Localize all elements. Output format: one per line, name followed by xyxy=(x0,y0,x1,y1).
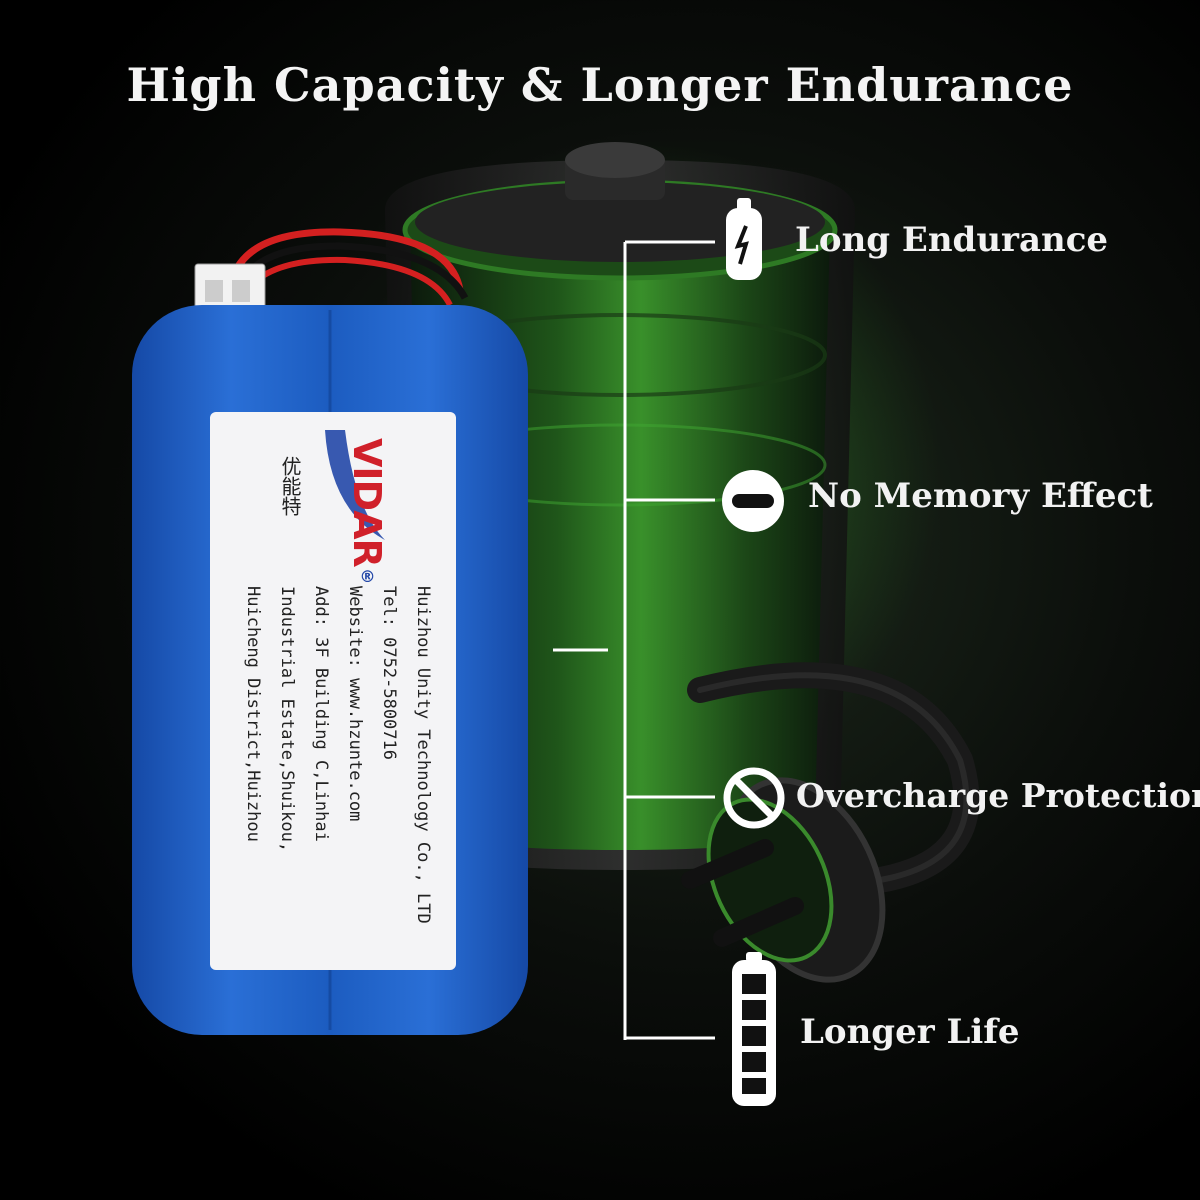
address-line-3: Huicheng District,Huizhou xyxy=(243,586,263,842)
phone-number: Tel: 0752-5800716 xyxy=(379,586,399,760)
plug-illustration xyxy=(681,662,980,983)
minus-circle-icon xyxy=(722,470,784,532)
address-line-1: Add: 3F Building C,Linhai xyxy=(311,586,331,842)
lightning-battery-icon xyxy=(726,198,762,280)
brand-logo-text: VIDAR® xyxy=(345,438,389,585)
feature-bracket-lines xyxy=(553,240,715,1040)
website: Website: www.hzunte.com xyxy=(345,586,365,822)
prohibited-circle-icon xyxy=(723,767,785,829)
headline: High Capacity & Longer Endurance xyxy=(126,58,1074,112)
product-label-text: Huizhou Unity Technology Co., LTD Tel: 0… xyxy=(236,586,440,956)
feature-long-endurance: Long Endurance xyxy=(795,220,1109,260)
chinese-brand-name: 优能特 xyxy=(278,456,302,516)
battery-pack xyxy=(132,228,528,1035)
feature-no-memory-effect: No Memory Effect xyxy=(808,476,1153,516)
full-battery-icon xyxy=(732,952,776,1106)
company-name: Huizhou Unity Technology Co., LTD xyxy=(413,586,433,924)
address-line-2: Industrial Estate,Shuikou, xyxy=(277,586,297,853)
feature-longer-life: Longer Life xyxy=(800,1012,1020,1052)
feature-overcharge-protection: Overcharge Protection xyxy=(796,776,1200,815)
